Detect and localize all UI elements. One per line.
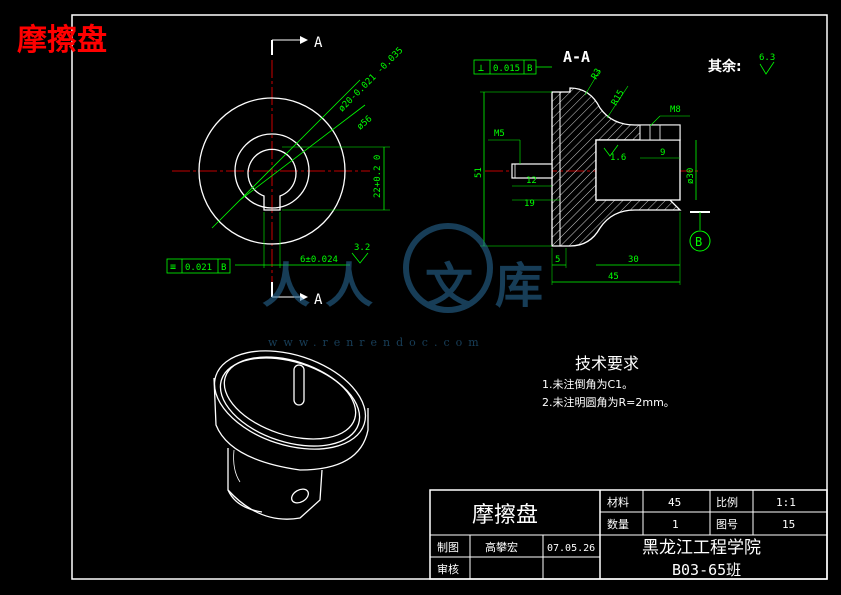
drawn-date: 07.05.26: [547, 543, 595, 554]
dim-bore-diameter: ø20-0.021 -0.035: [337, 46, 405, 114]
dim-12: 12: [526, 176, 537, 186]
checked-label: 审核: [437, 562, 459, 576]
symmetry-symbol: ≡: [170, 262, 176, 273]
qty-value: 1: [672, 518, 679, 531]
watermark-logo-circle: [403, 223, 493, 313]
material-label: 材料: [607, 495, 629, 509]
perpendicularity-value: 0.015: [493, 64, 520, 74]
scale-value: 1:1: [776, 496, 796, 509]
section-view-title: A-A: [563, 48, 590, 66]
section-view: A-A ⊥ 0.015 B R3 R15 M8 M5: [473, 48, 775, 285]
svg-text:www.renrendoc.com: www.renrendoc.com: [268, 336, 485, 349]
general-roughness-value: 6.3: [759, 53, 775, 63]
svg-text:库: 库: [495, 258, 543, 314]
qty-label: 数量: [607, 518, 629, 531]
general-roughness-label: 其余:: [708, 58, 742, 75]
datum-b-label: B: [695, 235, 702, 249]
perpendicularity-datum: B: [527, 64, 532, 74]
dim-height-51: 51: [474, 167, 484, 178]
dim-19: 19: [524, 199, 535, 209]
dim-diameter-30: ø30: [686, 168, 696, 184]
svg-text:文: 文: [425, 258, 473, 314]
datum-b-marker: [689, 230, 711, 252]
school-name: 黑龙江工程学院: [642, 538, 761, 558]
hub-circle: [234, 133, 310, 209]
dim-m8: M8: [670, 105, 681, 115]
title-block: [429, 489, 828, 580]
outer-circle: [198, 97, 346, 245]
drawn-label: 制图: [437, 541, 459, 554]
perpendicularity-symbol: ⊥: [478, 63, 484, 74]
svg-text:人: 人: [262, 258, 310, 314]
dim-depth-9: 9: [660, 148, 665, 158]
dim-r3: R3: [590, 67, 604, 81]
drawn-by: 高攀宏: [485, 540, 518, 554]
dim-45: 45: [608, 272, 619, 282]
drawing-no-value: 15: [782, 518, 795, 531]
dim-hub-diameter: ø56: [356, 114, 375, 132]
symmetry-value: 0.021: [185, 263, 212, 273]
technical-requirements: 技术要求 1.未注倒角为C1。 2.未注明圆角为R=2mm。: [542, 354, 675, 409]
scale-label: 比例: [716, 495, 738, 509]
svg-text:人: 人: [325, 258, 373, 314]
watermark: 人 人 文 库 www.renrendoc.com: [262, 223, 543, 349]
corner-title: 摩擦盘: [17, 23, 107, 58]
bore-keyway: [247, 148, 297, 211]
roughness-keyway: 3.2: [354, 243, 370, 253]
dim-5: 5: [555, 255, 560, 265]
dim-m5: M5: [494, 129, 505, 139]
title-block-text: 摩擦盘 材料 45 比例 1:1 数量 1 图号 15 制图 高攀宏 07.05…: [437, 495, 796, 579]
roughness-bore: 1.6: [610, 153, 626, 163]
section-marker-top: A: [314, 35, 323, 51]
pin: [511, 163, 553, 179]
tech-req-item-1: 1.未注倒角为C1。: [542, 377, 633, 391]
isometric-view: [213, 350, 369, 520]
symmetry-tolerance-frame: [166, 258, 231, 274]
tech-req-title: 技术要求: [575, 354, 639, 373]
part-name: 摩擦盘: [472, 503, 538, 528]
tech-req-item-2: 2.未注明圆角为R=2mm。: [542, 395, 675, 409]
dim-keyway-width: 6±0.024: [300, 255, 338, 265]
symmetry-datum: B: [221, 263, 226, 273]
drawing-no-label: 图号: [716, 518, 738, 531]
section-marker-bottom: A: [314, 292, 323, 308]
dim-keyway-depth: 22+0.2 0: [373, 155, 383, 198]
class-name: B03-65班: [672, 561, 741, 579]
dim-30: 30: [628, 255, 639, 265]
material-value: 45: [668, 496, 681, 509]
